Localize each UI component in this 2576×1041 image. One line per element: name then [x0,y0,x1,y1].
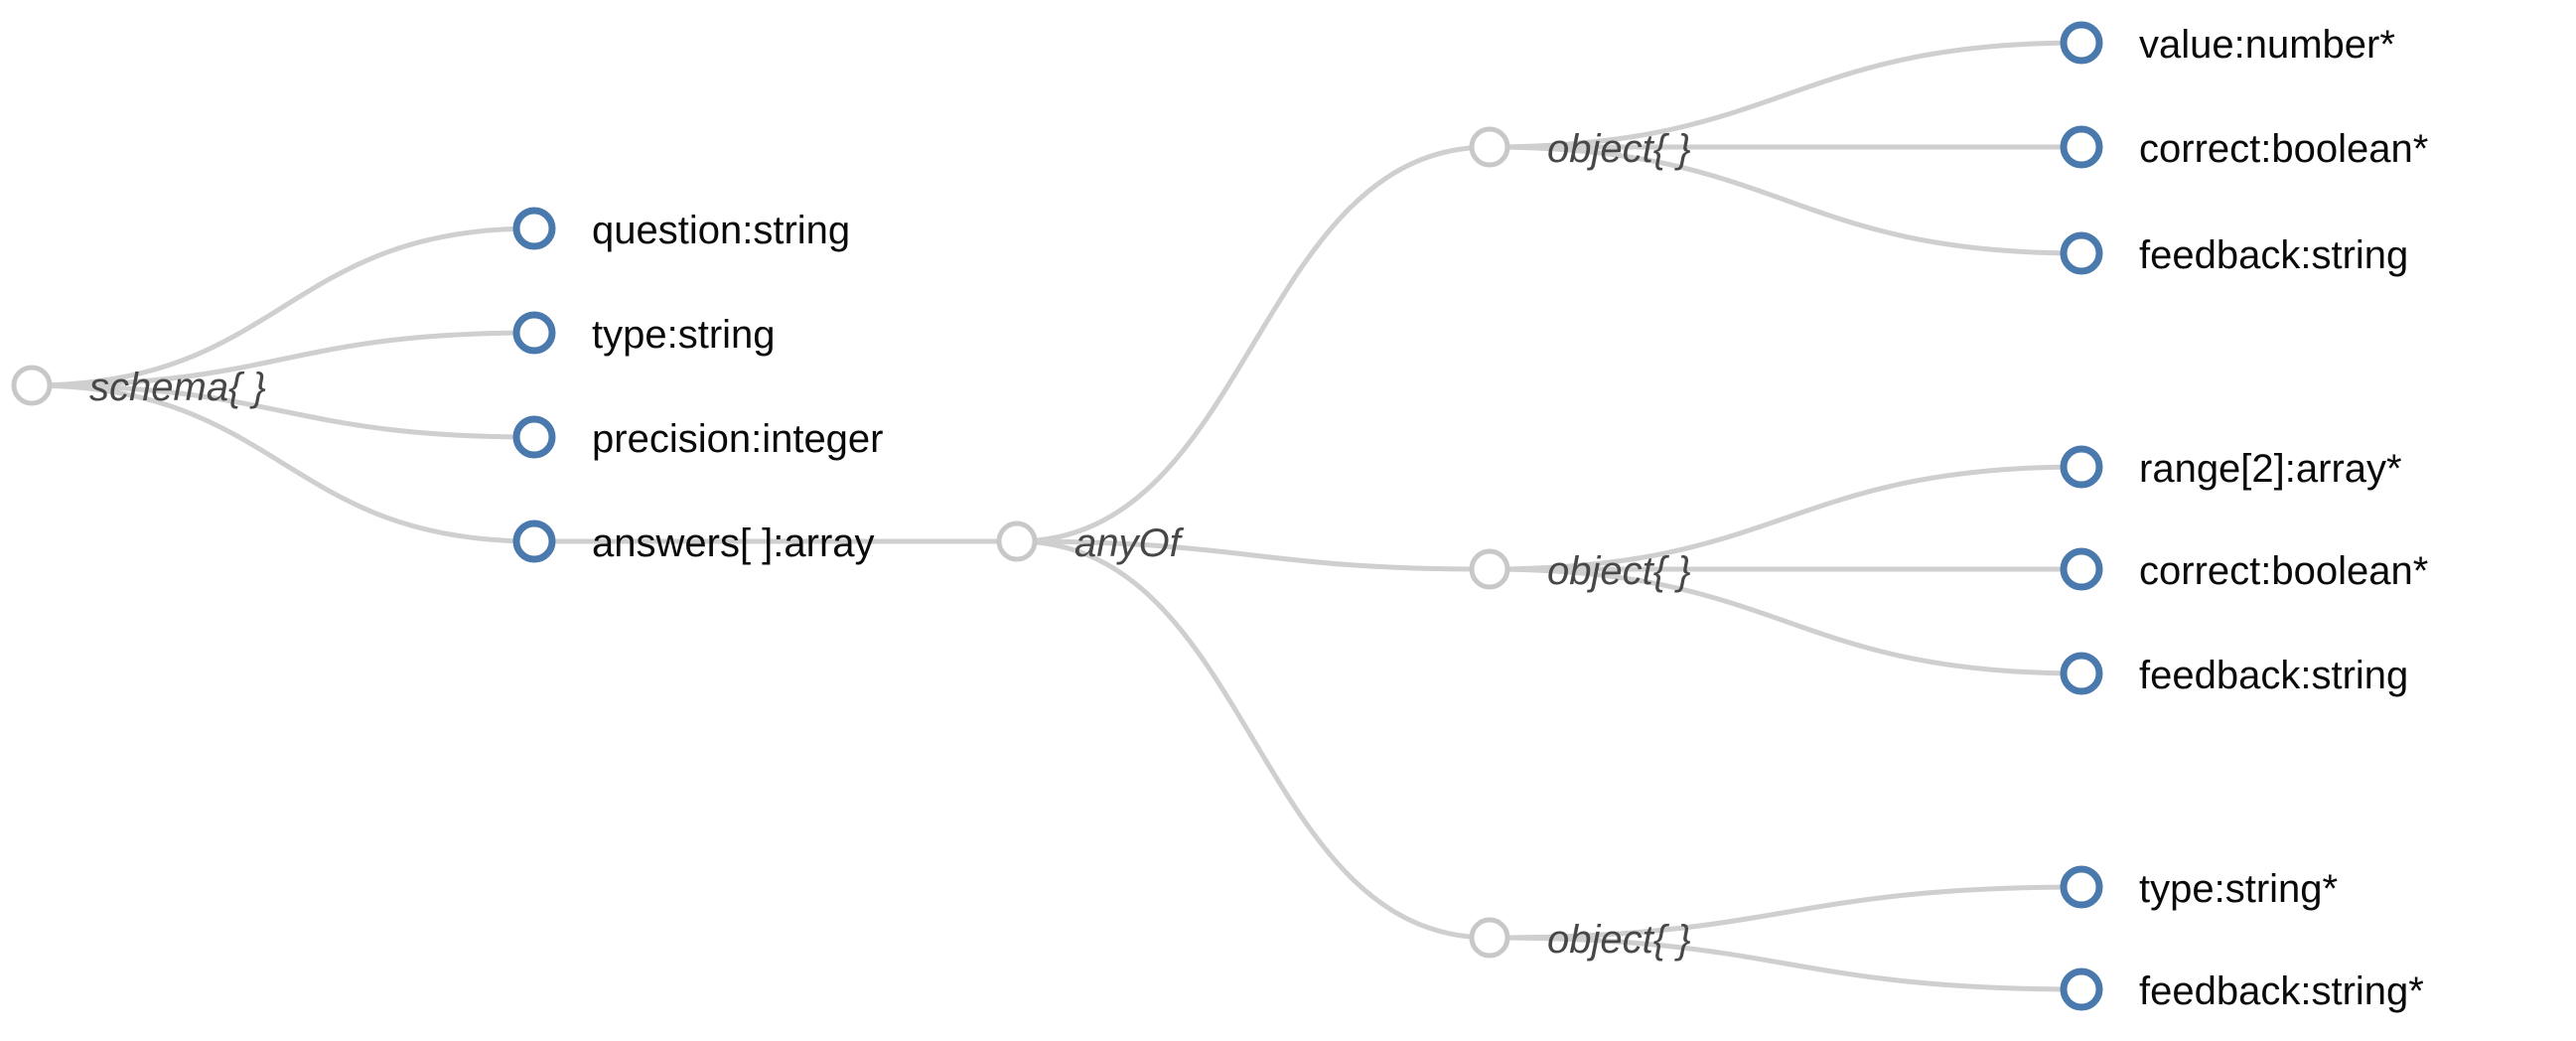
node-circle-schema-root[interactable] [11,365,53,406]
node-label-type: type:string [592,313,776,357]
node-circle-object-2[interactable] [1469,548,1510,590]
tree-nodes: schema{ } question:string type:string pr… [11,21,2428,1013]
node-label-object-3: object{ } [1547,918,1691,962]
node-circle-range[interactable] [2060,445,2103,489]
link-schema-type [31,330,535,388]
node-circle-type-required[interactable] [2060,865,2103,909]
link-schema-precision [31,382,535,440]
tree-node-object-3: object{ } [1469,917,1691,962]
tree-node-feedback-required: feedback:string* [2060,967,2424,1013]
node-circle-type[interactable] [512,311,556,355]
tree-node-correct-2: correct:boolean* [2060,547,2428,593]
node-label-question: question:string [592,209,850,252]
link-object1-feedback [1489,144,2082,256]
node-label-correct-1: correct:boolean* [2139,127,2428,171]
node-label-object-2: object{ } [1547,549,1691,593]
node-label-range: range[2]:array* [2139,447,2402,491]
node-circle-value[interactable] [2060,21,2103,65]
node-label-precision: precision:integer [592,417,884,461]
node-label-correct-2: correct:boolean* [2139,549,2428,593]
tree-node-feedback-1: feedback:string [2060,231,2408,277]
node-label-feedback-required: feedback:string* [2139,969,2424,1013]
tree-node-type-required: type:string* [2060,865,2338,911]
node-circle-object-3[interactable] [1469,917,1510,959]
link-schema-question [31,225,535,388]
tree-node-precision: precision:integer [512,415,884,461]
link-schema-answers [31,382,535,544]
node-label-feedback-2: feedback:string [2139,654,2408,697]
node-circle-object-1[interactable] [1469,126,1510,168]
link-anyof-object2 [1016,538,1491,572]
tree-node-range: range[2]:array* [2060,445,2402,491]
link-object3-type [1489,884,2082,941]
link-anyof-object3 [1016,538,1491,941]
tree-node-anyof: anyOf [996,520,1185,565]
node-circle-precision[interactable] [512,415,556,459]
node-circle-feedback-2[interactable] [2060,652,2103,695]
link-object2-range [1489,464,2082,572]
tree-node-correct-1: correct:boolean* [2060,125,2428,171]
node-circle-answers[interactable] [512,520,556,563]
link-anyof-object1 [1016,144,1491,544]
tree-node-object-2: object{ } [1469,548,1691,593]
node-circle-feedback-required[interactable] [2060,967,2103,1011]
link-object1-value [1489,40,2082,150]
tree-node-answers: answers[ ]:array [512,520,875,565]
link-object3-feedback [1489,935,2082,992]
node-label-value: value:number* [2139,23,2395,67]
node-label-object-1: object{ } [1547,127,1691,171]
node-circle-feedback-1[interactable] [2060,231,2103,275]
node-label-feedback-1: feedback:string [2139,233,2408,277]
link-object2-feedback [1489,566,2082,676]
tree-node-value: value:number* [2060,21,2395,67]
node-label-anyof: anyOf [1074,521,1185,565]
tree-node-question: question:string [512,207,850,252]
tree-links [31,40,2082,992]
tree-node-type: type:string [512,311,776,357]
tree-node-object-1: object{ } [1469,126,1691,171]
node-circle-anyof[interactable] [996,520,1038,562]
node-label-type-required: type:string* [2139,867,2338,911]
node-label-schema-root: schema{ } [89,366,266,409]
node-circle-correct-1[interactable] [2060,125,2103,169]
node-label-answers: answers[ ]:array [592,521,875,565]
tree-node-feedback-2: feedback:string [2060,652,2408,697]
tree-node-schema-root: schema{ } [11,365,266,409]
node-circle-question[interactable] [512,207,556,250]
node-circle-correct-2[interactable] [2060,547,2103,591]
